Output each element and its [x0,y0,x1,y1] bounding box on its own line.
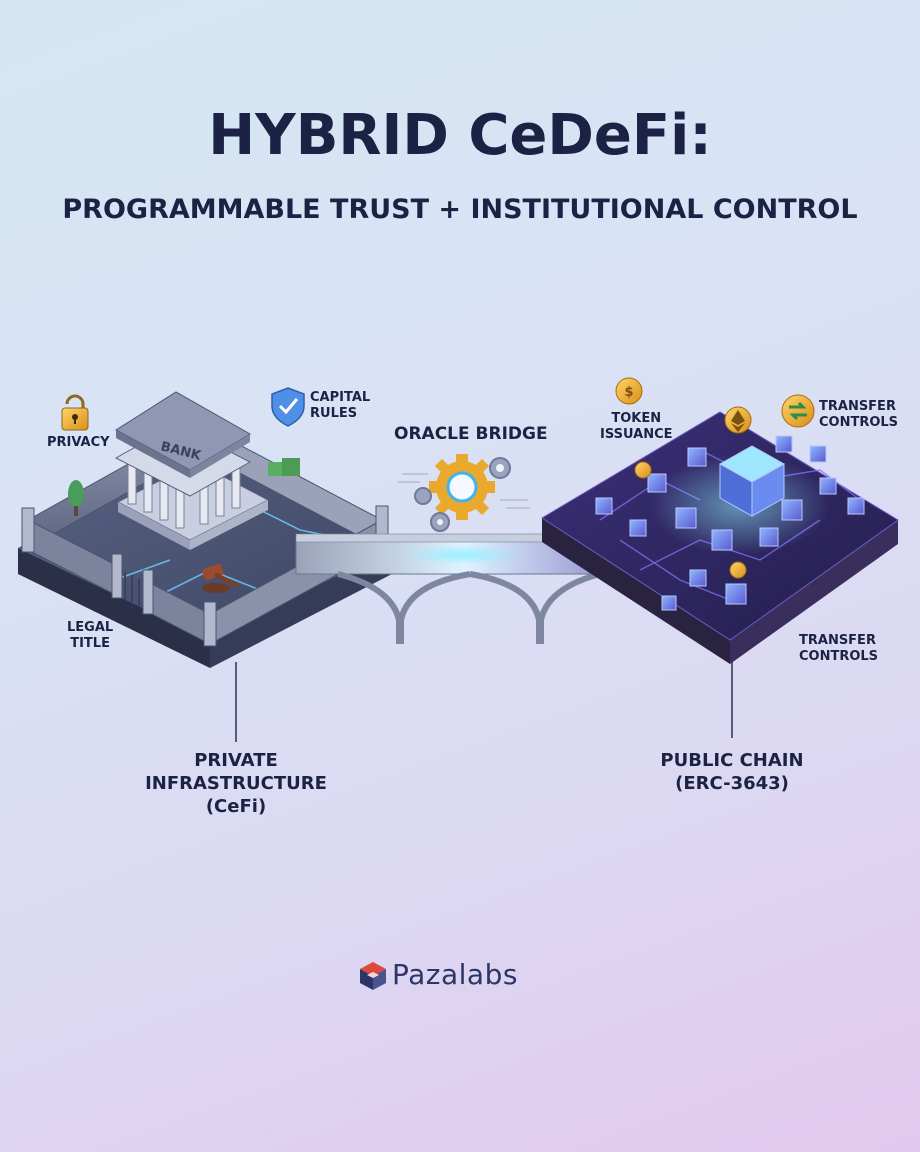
private-platform: BANK [18,391,392,668]
shield-check-icon [271,387,305,427]
bank-building: BANK [114,391,270,550]
public-chain-caption: PUBLIC CHAIN(ERC-3643) [660,750,804,794]
gear-icon [398,454,530,532]
gavel-icon [202,563,239,593]
oracle-bridge-label: ORACLE BRIDGE [394,424,548,444]
ethereum-icon [724,406,752,434]
token-issuance-icon: $ [615,377,643,405]
pazalabs-logo: Pazalabs [356,958,566,994]
transfer-icon [781,394,815,428]
svg-text:$: $ [624,385,633,400]
coin-icon [634,461,747,579]
page-title: HYBRID CeDeFi: [208,103,712,168]
lock-icon [61,394,89,431]
block-center [718,445,786,517]
brand-name: Pazalabs [392,958,518,991]
privacy-label: PRIVACY [47,435,110,450]
logo-cube-icon [360,962,386,990]
page-subtitle: PROGRAMMABLE TRUST + INSTITUTIONAL CONTR… [62,194,858,225]
chain-blocks [595,435,865,611]
